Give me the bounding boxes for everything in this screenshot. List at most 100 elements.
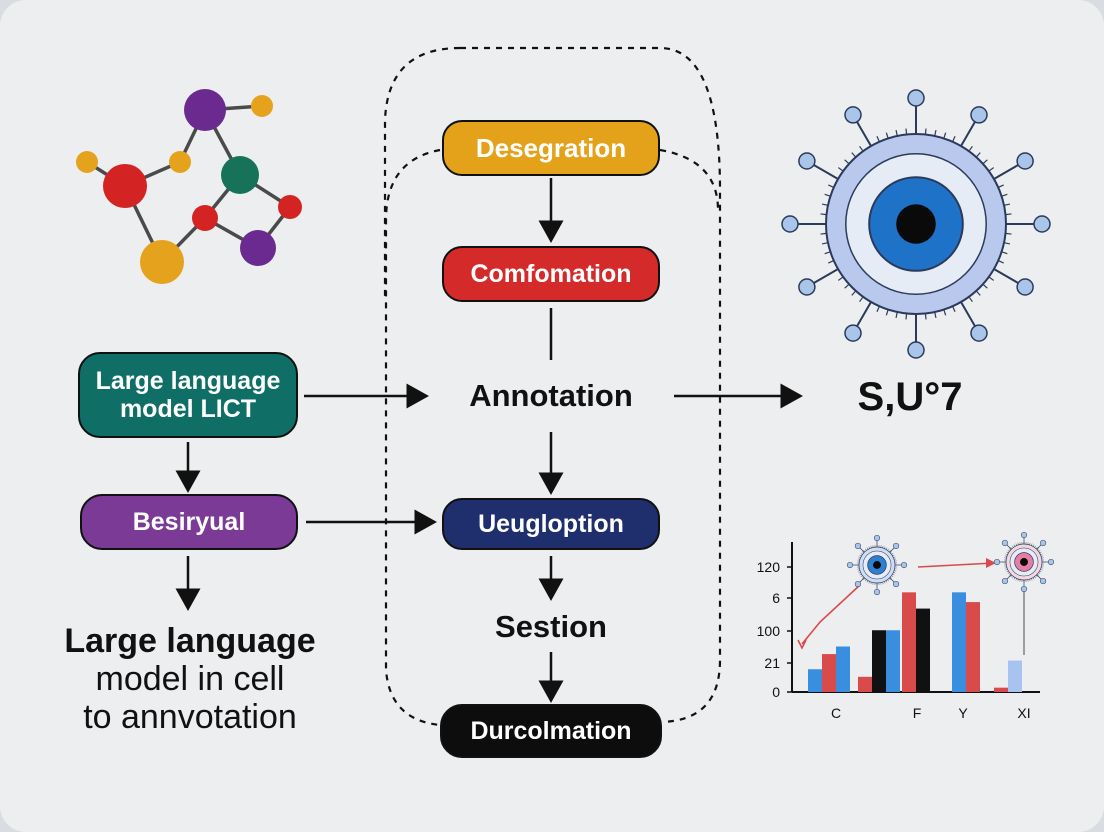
chart-x-tick-label: C: [831, 705, 841, 721]
cell-membrane-tick: [863, 549, 866, 552]
cell-membrane-tick: [882, 545, 884, 548]
cell-membrane-tick: [888, 549, 891, 552]
cell-spike-knob: [1040, 578, 1047, 585]
cell-core: [1020, 558, 1028, 566]
cell-spike-knob: [900, 561, 908, 569]
cell-membrane-tick: [884, 581, 886, 584]
cell-membrane-tick: [1004, 555, 1007, 557]
cell-membrane-tick: [866, 580, 869, 583]
cell-membrane-tick: [828, 184, 835, 188]
cell-membrane-tick: [876, 305, 880, 312]
cell-membrane-tick: [851, 290, 857, 296]
cell-membrane-tick: [1037, 548, 1040, 551]
chart-y-tick-label: 120: [757, 559, 781, 575]
cell-membrane-tick: [1039, 551, 1042, 554]
cell-membrane-tick: [1032, 544, 1035, 547]
cell-membrane-tick: [885, 580, 888, 583]
chart-x-tick-label: Y: [958, 705, 968, 721]
cell-membrane-tick: [1010, 546, 1013, 549]
node-llm-box: Large language model LICT: [78, 352, 298, 438]
cell-membrane-tick: [1008, 548, 1011, 551]
node-comfomation: Comfomation: [442, 246, 660, 302]
cell-spike-knob: [854, 542, 861, 549]
cell-membrane-tick: [1012, 545, 1014, 548]
chart-bar: [886, 630, 900, 692]
cell-membrane-tick: [821, 242, 829, 245]
cell-membrane-tick: [885, 132, 889, 139]
cell-icon: [781, 89, 1051, 359]
cell-membrane-tick: [1005, 232, 1012, 235]
cell-membrane-tick: [821, 203, 829, 206]
cell-membrane-tick: [894, 570, 897, 572]
cell-membrane-tick: [943, 309, 947, 316]
cell-membrane-tick: [982, 159, 988, 165]
chart-bar: [858, 676, 872, 692]
chart-cell-arrow: [917, 562, 995, 568]
cell-spike-knob: [1040, 539, 1047, 546]
chart-trend-line: [801, 584, 861, 645]
cell-membrane-tick: [870, 582, 872, 585]
cell-membrane-tick: [993, 175, 1000, 180]
cell-membrane-tick: [1007, 550, 1010, 552]
cell-spike-knob: [781, 215, 799, 233]
cell-membrane-tick: [885, 547, 888, 550]
cell-spike-knob: [907, 341, 925, 359]
cell-membrane-tick: [858, 572, 861, 574]
cell-spike-knob: [1047, 558, 1055, 566]
cell-membrane-tick: [1013, 577, 1016, 580]
chart-bar: [916, 608, 930, 692]
cell-membrane-tick: [1034, 576, 1036, 579]
cell-membrane-tick: [1031, 578, 1033, 581]
cell-membrane-tick: [993, 268, 1000, 273]
chart-bar: [994, 687, 1008, 692]
cell-membrane-tick: [988, 167, 995, 172]
cell-membrane-tick: [975, 152, 981, 158]
chart-bar: [952, 592, 966, 692]
cell-membrane-tick: [882, 582, 884, 585]
cell-membrane-tick: [905, 128, 908, 135]
cell-spike-knob: [993, 558, 1001, 566]
dashed-enclosure-outer-left: [383, 46, 461, 300]
cell-membrane-tick: [824, 193, 831, 197]
cell-spike-knob: [970, 106, 988, 124]
cell-membrane-tick: [820, 232, 827, 235]
cell-spike-knob: [1001, 539, 1008, 546]
cell-membrane-tick: [861, 551, 864, 554]
cell-membrane-tick: [890, 551, 893, 554]
cell-membrane-tick: [1010, 575, 1013, 578]
cell-membrane-tick: [988, 276, 995, 281]
cell-membrane-tick: [891, 575, 894, 577]
chart-y-tick-label: 100: [757, 623, 781, 639]
cell-membrane-tick: [893, 556, 896, 558]
caption-line-1: Large language: [64, 622, 316, 660]
node-annotation: Annotation: [469, 378, 633, 413]
cell-membrane-tick: [865, 548, 867, 551]
cell-membrane-tick: [1001, 251, 1008, 255]
cell-membrane-tick: [860, 575, 863, 577]
chart-bar: [822, 654, 836, 692]
chart-cell-arrowhead: [986, 558, 996, 568]
cell-membrane-tick: [1015, 578, 1017, 581]
cell-membrane-tick: [982, 283, 988, 289]
cell-membrane-tick: [857, 558, 860, 560]
chart-y-tick-label: 6: [772, 590, 780, 606]
cell-membrane-tick: [1001, 193, 1008, 197]
cell-spike-knob: [873, 588, 881, 596]
chart-y-tick-label: 0: [772, 684, 780, 700]
cell-core: [873, 561, 881, 569]
cell-membrane-tick: [893, 572, 896, 574]
cell-spike-knob: [1016, 152, 1034, 170]
cell-membrane-tick: [1037, 573, 1040, 576]
cell-membrane-tick: [924, 313, 927, 320]
cell-membrane-tick: [997, 184, 1004, 188]
cell-membrane-tick: [895, 129, 898, 137]
cell-membrane-tick: [1008, 573, 1011, 576]
cell-membrane-tick: [891, 553, 894, 555]
cell-membrane-tick: [895, 311, 898, 319]
cell-membrane-tick: [868, 581, 870, 584]
cell-membrane-tick: [1013, 544, 1016, 547]
cell-membrane-tick: [844, 283, 850, 289]
cell-membrane-tick: [1041, 567, 1044, 569]
output-label: S,U°7: [857, 374, 963, 419]
